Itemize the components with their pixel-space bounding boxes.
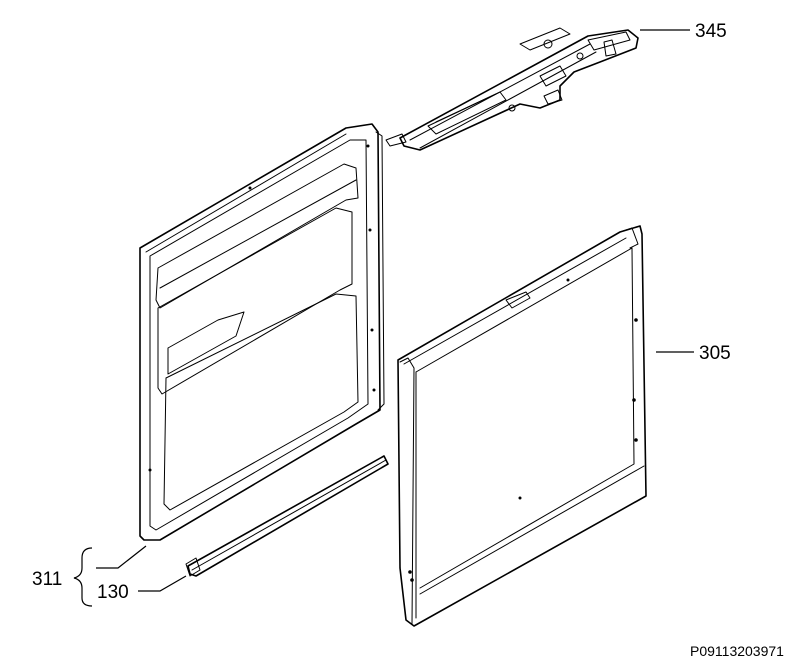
callout-brace	[73, 547, 93, 607]
part-311-inner-door-panel	[139, 123, 385, 541]
leader-lines	[96, 29, 694, 592]
leader-130	[138, 575, 187, 592]
callout-311: 311	[32, 569, 62, 590]
part-345-hinge-rail	[385, 27, 639, 151]
callout-130: 130	[97, 582, 129, 603]
callout-305: 305	[699, 343, 731, 364]
callout-345: 345	[695, 21, 727, 42]
part-130-seal-strip	[185, 455, 389, 577]
part-305-outer-door-panel	[397, 225, 647, 627]
leader-311	[96, 545, 147, 569]
reference-code: P09113203971	[690, 643, 784, 659]
